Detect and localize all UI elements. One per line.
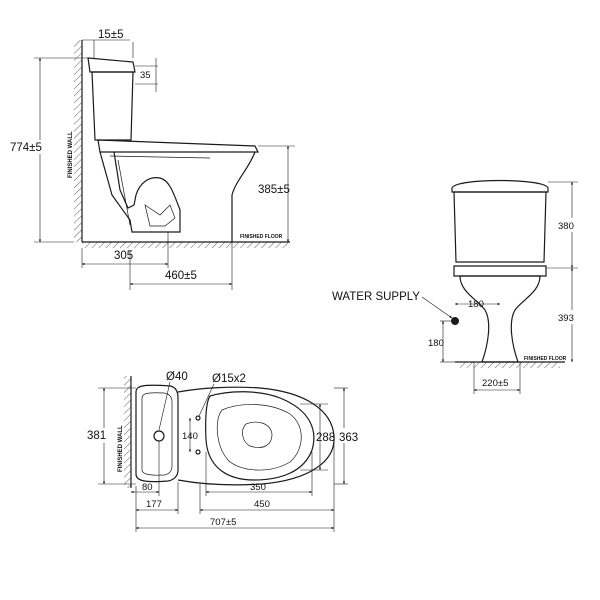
label-bg: [8, 140, 62, 154]
plan-wall-hatch: [124, 376, 131, 488]
side-view: FINISHED WALL FINISHED FLOOR 15±5 35 774…: [8, 29, 295, 290]
dim-bowl-length: 450: [254, 499, 270, 510]
dim-fixing-spacing: 140: [182, 431, 198, 442]
plan-bowl-outer: [177, 386, 335, 486]
plan-seat: [205, 391, 315, 481]
dim-depth: 460±5: [165, 270, 197, 282]
dim-lid-thickness: 35: [140, 70, 151, 81]
fixing-hole-top: [195, 415, 201, 421]
dim-top-offset: 15±5: [98, 29, 124, 41]
finished-floor-label-front: FINISHED FLOOR: [524, 356, 567, 362]
tank-body: [91, 71, 134, 141]
leader-line: [158, 381, 171, 431]
dim-overall-length: 707±5: [210, 517, 236, 528]
front-tank-lid: [451, 179, 549, 193]
outlet-hole: [153, 430, 165, 442]
dim-overall-height: 774±5: [10, 142, 42, 154]
front-tank-body: [453, 191, 547, 263]
dim-bowl-height: 393: [558, 313, 574, 324]
dim-bowl-inner-width: 288: [316, 432, 335, 444]
plan-bowl-inner: [216, 404, 302, 471]
dim-outlet-distance: 305: [114, 250, 133, 262]
dim-base-width: 220±5: [482, 378, 508, 389]
front-seat: [453, 265, 547, 277]
plan-view: FINISHED WALL Ø40 Ø15x2 381 140 288: [86, 371, 362, 532]
dim-tank-height: 380: [558, 221, 574, 232]
label-bg: [556, 310, 578, 324]
dim-supply-height: 180: [428, 338, 444, 349]
label-bg: [556, 218, 578, 232]
dim-supply-offset: 180: [468, 299, 484, 310]
finished-floor-label-side: FINISHED FLOOR: [240, 234, 283, 240]
seat-underside: [109, 155, 211, 159]
dim-hole-diameter: Ø40: [166, 371, 188, 383]
plan-tank: [135, 384, 179, 483]
wall-hatch: [74, 40, 82, 242]
plan-tank-inner: [141, 392, 173, 476]
label-bg: [338, 428, 362, 443]
dim-seat-height: 385±5: [258, 184, 290, 196]
front-floor-hatch: [460, 362, 560, 368]
dim-wall-offset: 80: [142, 482, 153, 493]
front-view: FINISHED FLOOR WATER SUPPLY 180 180 380 …: [332, 179, 578, 394]
bowl-profile: [99, 151, 181, 233]
label-bg: [86, 428, 114, 443]
leader-line: [421, 296, 453, 319]
trapway: [144, 204, 176, 227]
finished-wall-label-plan: FINISHED WALL: [118, 425, 124, 472]
dim-overall-width: 381: [87, 430, 106, 442]
dim-fixing-holes: Ø15x2: [212, 373, 246, 385]
dim-bowl-inner-length: 350: [250, 482, 266, 493]
floor-hatch: [82, 242, 290, 248]
inner-line: [117, 159, 131, 226]
fixing-hole-bottom: [195, 449, 201, 455]
bowl-front: [231, 151, 256, 242]
front-bowl: [459, 275, 541, 363]
dim-bowl-outer-width: 363: [339, 432, 358, 444]
finished-wall-label-side: FINISHED WALL: [68, 131, 74, 178]
dim-tank-depth: 177: [146, 499, 162, 510]
water-supply-label: WATER SUPPLY: [332, 291, 420, 303]
leader-line: [198, 383, 215, 417]
tank-lid: [87, 57, 136, 73]
toilet-seat: [97, 139, 259, 153]
plan-waterline: [242, 421, 273, 448]
